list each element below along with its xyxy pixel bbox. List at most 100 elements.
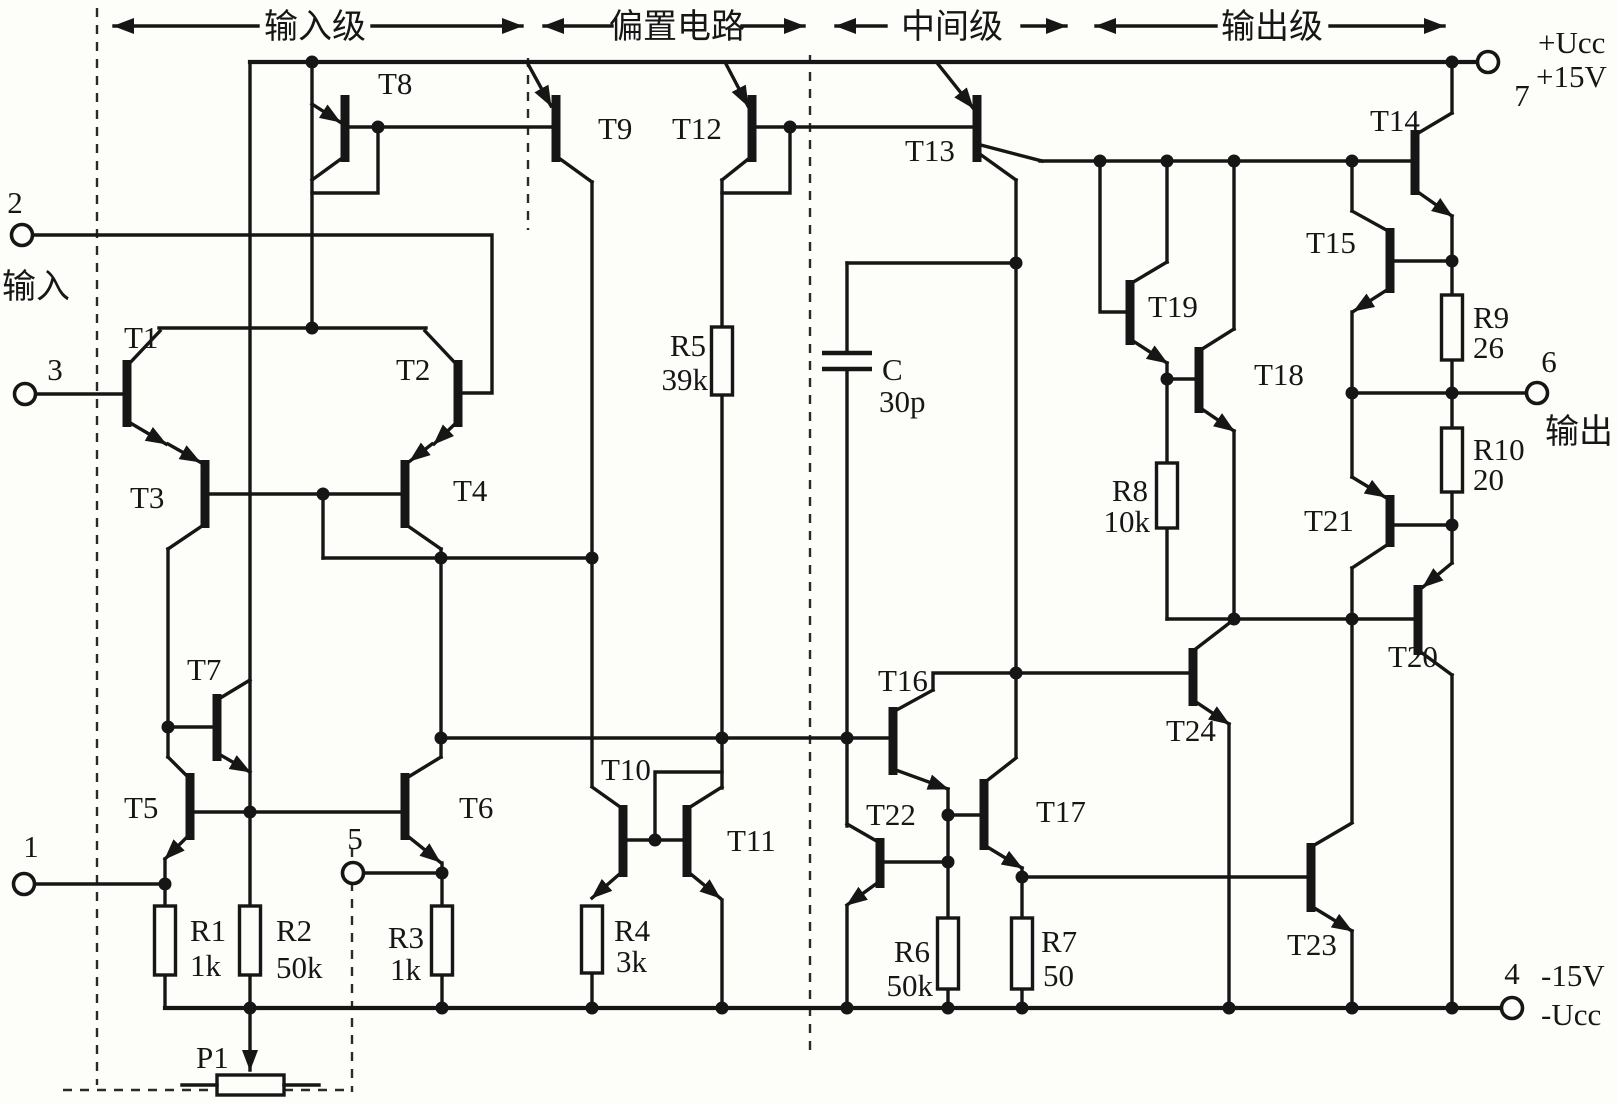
junction-dots xyxy=(158,55,1459,1015)
terminal-7 xyxy=(1475,49,1501,75)
label-T4: T4 xyxy=(453,473,488,508)
transistor-T15 xyxy=(1349,208,1395,314)
stage-label-bias: 偏置电路 xyxy=(609,8,745,46)
resistor-R3 xyxy=(429,904,455,977)
label-P1: P1 xyxy=(196,1040,229,1075)
label-R7: R7 xyxy=(1041,924,1077,959)
transistor-T17 xyxy=(979,755,1025,871)
label-R6-value: 50k xyxy=(887,968,934,1003)
transistor-T5 xyxy=(162,754,195,862)
stage-banner: 输入级 偏置电路 中间级 输出级 xyxy=(112,8,1446,46)
transistor-T12 xyxy=(719,61,757,183)
resistor-R8 xyxy=(1154,461,1180,530)
label-T20: T20 xyxy=(1388,639,1438,674)
transistor-T16 xyxy=(888,687,951,792)
label-R9: R9 xyxy=(1473,300,1509,335)
label-T11: T11 xyxy=(727,823,776,858)
resistor-R2 xyxy=(237,904,263,977)
label-T9: T9 xyxy=(598,111,632,146)
transistor-T4 xyxy=(400,441,444,552)
label-T21: T21 xyxy=(1304,503,1354,538)
label-R7-value: 50 xyxy=(1043,958,1074,993)
label-R4: R4 xyxy=(614,913,651,948)
resistor-R1 xyxy=(152,904,178,977)
transistor-T14 xyxy=(1410,110,1455,219)
label-T12: T12 xyxy=(672,111,722,146)
label-R4-value: 3k xyxy=(616,944,648,979)
label-T16: T16 xyxy=(878,663,928,698)
labels: T1 T2 T3 T4 T5 T6 T7 T8 T9 T10 T11 T12 T… xyxy=(2,25,1613,1075)
label-pos-ucc: +Ucc xyxy=(1538,25,1605,60)
label-T10: T10 xyxy=(601,752,651,787)
transistor-T11 xyxy=(682,784,725,901)
resistor-R9 xyxy=(1439,293,1465,362)
terminal-1 xyxy=(11,871,37,897)
terminal-6 xyxy=(1524,380,1550,406)
label-T14: T14 xyxy=(1370,103,1420,138)
label-R5-value: 39k xyxy=(662,362,709,397)
label-R3: R3 xyxy=(388,920,424,955)
label-T1: T1 xyxy=(124,320,158,355)
label-pin-3: 3 xyxy=(47,352,63,387)
stage-label-output: 输出级 xyxy=(1221,8,1323,46)
label-pos-15v: +15V xyxy=(1536,59,1607,94)
label-T15: T15 xyxy=(1306,225,1356,260)
label-T5: T5 xyxy=(124,790,158,825)
transistor-T7 xyxy=(212,677,253,775)
label-R6: R6 xyxy=(894,934,930,969)
transistor-T21 xyxy=(1349,474,1395,571)
transistor-T10 xyxy=(589,784,628,901)
label-T19: T19 xyxy=(1148,289,1198,324)
stage-label-middle: 中间级 xyxy=(901,8,1003,46)
transistor-T24 xyxy=(1188,618,1235,727)
label-T8: T8 xyxy=(378,66,412,101)
transistor-T19 xyxy=(1125,259,1170,366)
label-T3: T3 xyxy=(130,480,164,515)
transistor-T1 xyxy=(122,328,169,447)
label-neg-ucc: -Ucc xyxy=(1541,997,1601,1032)
label-R8: R8 xyxy=(1112,473,1148,508)
transistor-T13 xyxy=(935,61,1045,183)
potentiometer-P1 xyxy=(180,1006,321,1097)
label-T13: T13 xyxy=(905,133,955,168)
transistor-T2 xyxy=(422,328,463,447)
label-T2: T2 xyxy=(396,352,430,387)
label-pin-5: 5 xyxy=(347,821,363,856)
label-R1-value: 1k xyxy=(190,948,222,983)
label-T18: T18 xyxy=(1254,357,1304,392)
transistor-T18 xyxy=(1194,326,1237,434)
label-R10-value: 20 xyxy=(1473,462,1504,497)
transistor-T20 xyxy=(1413,560,1455,678)
terminal-4 xyxy=(1499,995,1525,1021)
label-T24: T24 xyxy=(1166,713,1216,748)
label-pin-1: 1 xyxy=(23,829,39,864)
label-pin-2: 2 xyxy=(7,185,23,220)
label-R5: R5 xyxy=(670,328,706,363)
label-T7: T7 xyxy=(187,652,221,687)
terminals xyxy=(9,49,1550,1021)
label-C: C xyxy=(882,352,903,387)
label-pin-7: 7 xyxy=(1514,78,1530,113)
label-T17: T17 xyxy=(1036,794,1086,829)
label-T23: T23 xyxy=(1287,927,1337,962)
power-rails xyxy=(162,59,1504,1011)
label-R2-value: 50k xyxy=(276,950,323,985)
label-R1: R1 xyxy=(190,913,226,948)
label-output: 输出 xyxy=(1545,413,1613,451)
label-R2: R2 xyxy=(276,913,312,948)
label-R8-value: 10k xyxy=(1104,504,1151,539)
terminal-2 xyxy=(9,222,35,248)
label-T22: T22 xyxy=(866,797,916,832)
transistor-T22 xyxy=(844,821,885,908)
label-R9-value: 26 xyxy=(1473,330,1504,365)
label-pin-6: 6 xyxy=(1541,344,1557,379)
resistor-R4 xyxy=(579,904,605,975)
capacitor-C xyxy=(822,350,872,372)
terminal-5 xyxy=(340,860,366,886)
resistor-R10 xyxy=(1439,426,1465,494)
label-R10: R10 xyxy=(1473,432,1525,467)
transistor-T8 xyxy=(309,95,350,183)
transistor-T9 xyxy=(525,61,595,185)
